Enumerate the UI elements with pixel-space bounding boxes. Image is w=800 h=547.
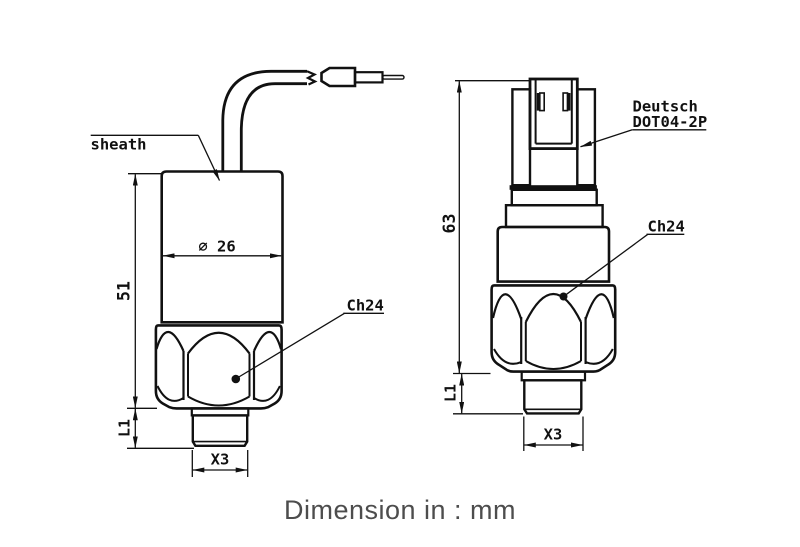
hex-facet-arc [491, 293, 523, 320]
ch24-label: Ch24 [347, 297, 384, 315]
terminal-collar [353, 71, 384, 84]
hex-facet-arc [187, 331, 251, 355]
threaded-stub [191, 414, 249, 447]
ch24-callout-right: Ch24 [566, 218, 685, 295]
connector-neck-step [510, 188, 598, 207]
cable-break-symbol [305, 70, 318, 86]
units-caption: Dimension in : mm [283, 495, 517, 525]
connector-pin-slot [538, 92, 545, 112]
connector-model-label: DOT04-2P [633, 113, 708, 131]
right-dimensions: 63 L1 X3 [440, 80, 584, 451]
connector-base-plate [509, 185, 597, 190]
stub-outline [523, 379, 583, 415]
hex-facet-arc [525, 360, 582, 370]
washer-step [520, 370, 587, 382]
hex-outline [490, 284, 617, 373]
dim-text-thread-length: L1 [442, 384, 460, 402]
connector-latch-wing [576, 88, 597, 187]
connector-housing [528, 77, 579, 150]
dim-text-height: 63 [440, 214, 459, 234]
dim-text-thread-length: L1 [116, 419, 134, 437]
hex-facet-arc [493, 348, 522, 365]
threaded-stub [523, 379, 583, 415]
dim-text-diameter: ∅ 26 [198, 238, 235, 256]
dim-text-thread: X3 [211, 451, 230, 469]
sensor-body [160, 170, 284, 324]
cable-inner-edge [239, 82, 307, 172]
hex-facet-arc [585, 348, 614, 365]
dim-text-thread: X3 [544, 426, 563, 444]
connector-collar-step [504, 203, 604, 229]
leader-line [197, 135, 221, 181]
hex-nut [490, 284, 617, 373]
connector-pin-slot [562, 92, 569, 112]
left-view-cable-version: 51 L1 ∅ 26 X3 sheath Ch24 [91, 66, 405, 477]
hex-facet-arc [187, 395, 251, 407]
sheath-callout: sheath [91, 134, 221, 181]
sheath-label: sheath [91, 136, 147, 154]
hex-facet-arc [584, 293, 615, 320]
connector-brand-label: Deutsch [633, 98, 698, 116]
cable [221, 69, 318, 172]
ch24-label: Ch24 [648, 218, 685, 236]
leader-line [580, 129, 633, 148]
right-view-connector-version: 63 L1 X3 Deutsch DOT04-2P Ch24 [440, 77, 708, 451]
ch24-leader-dot [231, 374, 241, 384]
dim-text-height: 51 [115, 281, 134, 301]
ch24-callout-left: Ch24 [238, 297, 384, 378]
cable-outer-edge [221, 69, 307, 172]
hex-facet-arc [252, 330, 283, 352]
connector-latch-wing [511, 88, 532, 187]
leader-line [566, 233, 649, 295]
leader-line [238, 312, 345, 378]
sensor-body [496, 225, 611, 283]
terminal-wire-tip [381, 74, 405, 80]
left-dimensions: 51 L1 ∅ 26 X3 [115, 173, 282, 477]
ch24-leader-dot [559, 292, 568, 301]
connector-inner-wall [534, 79, 573, 145]
hex-facet-arc [524, 293, 582, 323]
hex-outline [154, 324, 283, 410]
deutsch-connector [504, 77, 604, 229]
wire-terminal [320, 66, 405, 88]
terminal-ferrule [320, 66, 357, 88]
hex-facet-arc [156, 385, 185, 402]
extension-line [191, 450, 249, 477]
deutsch-callout: Deutsch DOT04-2P [580, 98, 708, 148]
hex-nut [154, 324, 283, 410]
hex-facet-arc [155, 330, 185, 352]
hex-facet-arc [253, 385, 281, 402]
